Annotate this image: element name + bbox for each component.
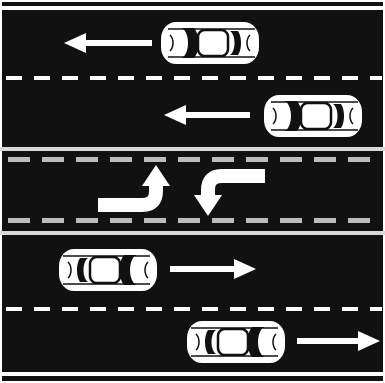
car-icon xyxy=(160,21,260,65)
car-icon xyxy=(186,320,286,364)
center-lane-solid-top xyxy=(0,147,385,151)
center-lane-dashed-bottom xyxy=(8,218,370,223)
center-lane-solid-bottom xyxy=(0,231,385,235)
car-icon xyxy=(263,94,363,138)
road-edge-top xyxy=(0,6,385,10)
center-lane-dashed-top xyxy=(8,157,370,162)
road-edge-bottom xyxy=(0,372,385,376)
car-icon xyxy=(58,248,158,292)
